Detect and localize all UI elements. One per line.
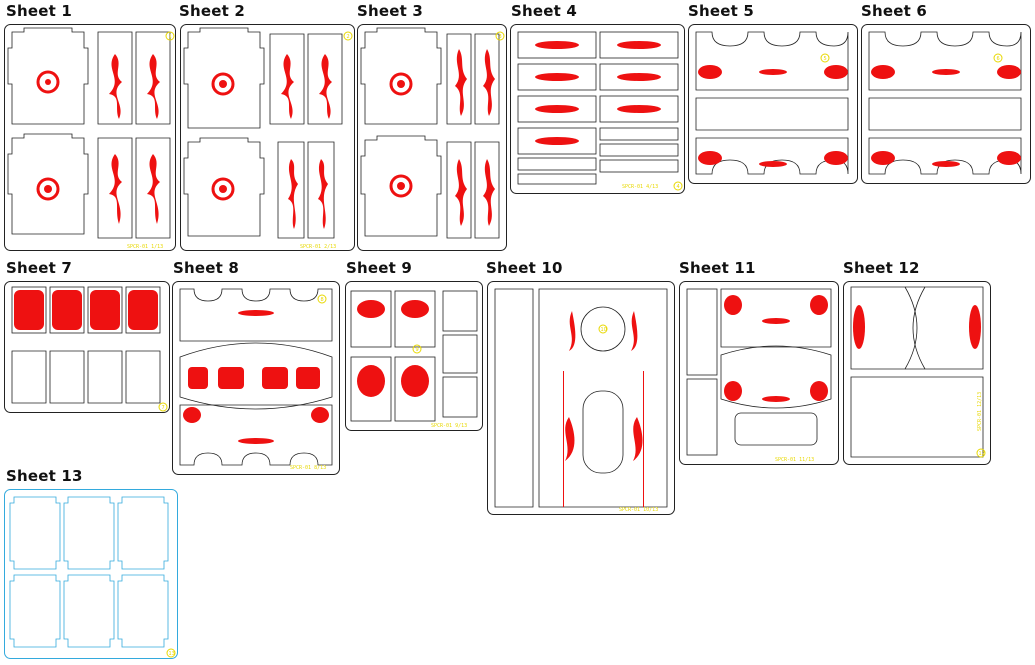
sheet-number: 1 xyxy=(169,34,172,40)
sheet-13-title: Sheet 13 xyxy=(6,467,83,485)
emblem-engraving xyxy=(211,72,235,96)
sheet-12-drawing: SPCR-01 12/13 12 xyxy=(843,281,991,465)
emblem-engraving xyxy=(36,70,60,94)
sheet-7-board: 7 xyxy=(4,281,170,413)
sheet-13-drawing: 13 xyxy=(4,489,178,659)
sheet-1-outline xyxy=(4,24,176,251)
sheet-number: 3 xyxy=(499,34,502,40)
sheet-code-label: SPCR-01 9/13 xyxy=(431,423,467,429)
sheet-8-drawing: SPCR-01 8/13 8 xyxy=(172,281,340,475)
sheet-1-drawing: SPCR-01 1/13 1 xyxy=(4,24,176,251)
sheet-2-title: Sheet 2 xyxy=(179,2,246,20)
sheet-8-title: Sheet 8 xyxy=(173,259,240,277)
sheet-9-board: SPCR-01 9/13 9 xyxy=(345,281,483,431)
sheet-5-title: Sheet 5 xyxy=(688,2,755,20)
sheet-number: 8 xyxy=(321,297,324,303)
sheet-9-drawing: SPCR-01 9/13 9 xyxy=(345,281,483,431)
sheet-7-drawing: 7 xyxy=(4,281,170,413)
sheet-3-title: Sheet 3 xyxy=(357,2,424,20)
sheet-11-title: Sheet 11 xyxy=(679,259,756,277)
emblem-engraving xyxy=(45,79,51,85)
sheet-number: 7 xyxy=(162,405,165,411)
sheet-code-label: SPCR-01 12/13 xyxy=(977,392,983,431)
sheet-6-drawing: 6 xyxy=(861,24,1031,184)
sheet-11-drawing: SPCR-01 11/13 xyxy=(679,281,839,465)
sheet-number: 6 xyxy=(997,56,1000,62)
sheet-code-label: SPCR-01 2/13 xyxy=(300,244,336,250)
sheet-8-board: SPCR-01 8/13 8 xyxy=(172,281,340,475)
sheet-10-board: SPCR-01 10/13 10 xyxy=(487,281,675,515)
sheet-number: 10 xyxy=(601,327,607,333)
sheet-10-drawing: SPCR-01 10/13 10 xyxy=(487,281,675,515)
sheet-12-board: SPCR-01 12/13 12 xyxy=(843,281,991,465)
sheet-1-title: Sheet 1 xyxy=(6,2,73,20)
sheet-number: 9 xyxy=(416,347,419,353)
sheet-1-board: SPCR-01 1/13 1 xyxy=(4,24,176,251)
panel-outline xyxy=(135,137,171,239)
emblem-engraving xyxy=(36,177,60,201)
sheet-4-drawing: SPCR-01 4/13 4 xyxy=(510,24,685,194)
sheet-code-label: SPCR-01 1/13 xyxy=(127,244,163,250)
sheet-5-drawing: 5 xyxy=(688,24,858,184)
sheet-13-board: 13 xyxy=(4,489,178,659)
panel-outline xyxy=(7,27,89,125)
sheet-number: 12 xyxy=(979,451,985,457)
sheet-3-drawing: 3 xyxy=(357,24,507,251)
sheet-10-title: Sheet 10 xyxy=(486,259,563,277)
sheet-3-board: 3 xyxy=(357,24,507,251)
sheet-code-label: SPCR-01 8/13 xyxy=(290,465,326,471)
sheet-7-title: Sheet 7 xyxy=(6,259,73,277)
sheet-6-title: Sheet 6 xyxy=(861,2,928,20)
sheet-number: 5 xyxy=(824,56,827,62)
panel-outline xyxy=(135,31,171,125)
sheet-5-board: 5 xyxy=(688,24,858,184)
sheet-4-board: SPCR-01 4/13 4 xyxy=(510,24,685,194)
sheet-2-board: SPCR-01 2/13 2 xyxy=(180,24,355,251)
sheet-number: 2 xyxy=(347,34,350,40)
sheet-11-board: SPCR-01 11/13 xyxy=(679,281,839,465)
sheet-code-label: SPCR-01 4/13 xyxy=(622,184,658,190)
floral-engraving xyxy=(109,54,160,224)
sheet-9-title: Sheet 9 xyxy=(346,259,413,277)
sheet-12-title: Sheet 12 xyxy=(843,259,920,277)
emblem-engraving xyxy=(211,177,235,201)
emblem-engraving xyxy=(44,185,52,193)
sheet-6-board: 6 xyxy=(861,24,1031,184)
panel-outline xyxy=(97,137,133,239)
sheet-code-label: SPCR-01 10/13 xyxy=(619,507,658,513)
sheet-code-label: SPCR-01 11/13 xyxy=(775,457,814,463)
sheet-4-title: Sheet 4 xyxy=(511,2,578,20)
panel-outline xyxy=(7,133,89,235)
sheet-number: 4 xyxy=(677,184,680,190)
panel-outline xyxy=(97,31,133,125)
sheet-number-badge xyxy=(165,31,175,41)
sheet-number: 13 xyxy=(169,651,175,657)
sheet-2-drawing: SPCR-01 2/13 2 xyxy=(180,24,355,251)
